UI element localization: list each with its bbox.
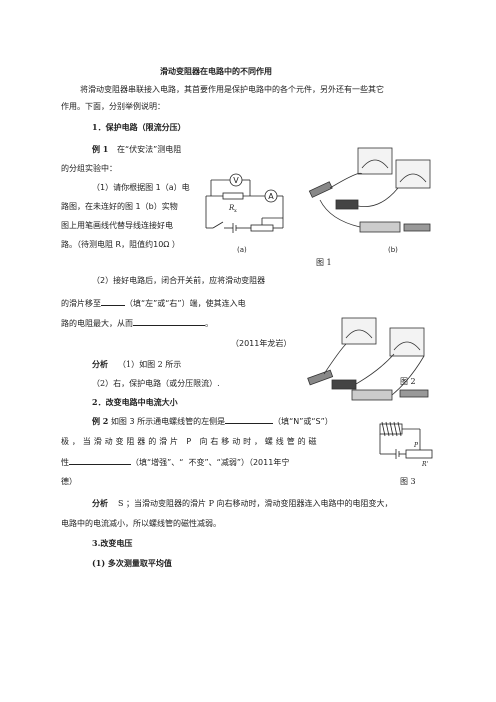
ammeter-symbol: A [268,192,274,201]
resistor-subscript: x [234,208,237,214]
answer-blank-2 [133,317,205,326]
slider-p-label: P [413,442,419,449]
answer-blank-4 [69,456,131,465]
analysis1-line-2: （2）右，保护电路（或分压限流）. [92,379,220,388]
page-title: 滑动变阻器在电路中的不同作用 [160,66,272,76]
section3-sub-1: (1) 多次测量取平均值 [92,558,172,568]
question2-line-2-a: 的滑片移至 [61,299,101,308]
answer-blank-3 [225,415,274,424]
example2-line-1: 例 2 如图 3 所示通电螺线管的左侧是 （填“N”或“S”） [92,415,333,427]
figure2-caption: 图 2 [400,377,416,386]
example2-line-1-b: （填“N”或“S”） [273,417,333,426]
figure1-caption: 图 1 [316,258,332,267]
analysis2-line-2: 电路中的电流减小，所以螺线管的磁性减弱。 [61,519,221,528]
question2-line-2: 的滑片移至 （填“左”或“右”）端，使其连入电 [61,297,246,309]
example2-line-4: 德） [61,477,77,486]
figure3-solenoid: P R' [376,416,436,466]
figure2-apparatus [300,310,440,410]
source-note-1: （2011年龙岩） [231,339,292,348]
example2-line-3: 性 （填“增强”、“ 不变”、“减弱”）（2011年宁 [61,456,289,468]
rheostat-label: R' [421,461,429,466]
example2-line-1-a: 如图 3 所示通电螺线管的左侧是 [110,417,226,426]
analysis1-label: 分析 [92,359,108,369]
question1-line-4: 路。（待测电阻 R，阻值约10Ω ） [61,240,180,249]
question2-line-3-a: 路的电阻最大，从而 [61,319,133,328]
example2-line-3-a: 性 [61,458,69,467]
analysis2-label: 分析 [92,498,108,508]
question1-line-3: 图上用笔画线代替导线连接好电 [61,221,173,230]
figure1-circuit-diagram: V A R x [203,172,285,238]
answer-blank-1 [101,297,125,306]
figure1-apparatus [300,140,440,255]
voltmeter-symbol: V [233,176,239,185]
example2-line-3-c: 不变”、“减弱”）（2011年宁 [188,458,290,467]
question2-line-3: 路的电阻最大，从而 。 [61,317,213,329]
analysis2-line-1: S ；当滑动变阻器的滑片 P 向右移动时，滑动变阻器连入电路中的电阻变大， [118,499,393,508]
example2-line-2: 极，当滑动变阻器的滑片 P 向右移动时，螺线管的磁 [61,437,320,446]
figure1-label-b: (b) [388,246,398,254]
example2-label: 例 2 [92,416,109,426]
figure1-label-a: (a) [237,246,247,254]
figure3-caption: 图 3 [400,477,416,486]
example2-line-3-b: （填“增强”、“ [131,458,184,467]
intro-line-1: 将滑动变阻器串联接入电路，其首要作用是保护电路中的各个元件，另外还有一些其它 [80,85,384,94]
question2-line-2-b: （填“左”或“右”）端，使其连入电 [125,299,246,308]
example1-line-2: 的分组实验中： [61,164,117,173]
example1-line-1: 在“伏安法”测电阻 [117,145,182,154]
question2-line-1: （2）接好电路后，闭合开关前，应将滑动变阻器 [92,276,266,285]
question1-line-2: 路图，在未连好的图 1（b）实物 [61,202,178,211]
question2-line-3-b: 。 [205,319,213,328]
resistor-label: R [228,204,235,212]
section1-heading: 1．保护电路（限流分压） [92,122,186,132]
section3-heading: 3.改变电压 [92,538,133,548]
question1-line-1: （1）请你根据图 1（a）电 [92,183,190,192]
section2-heading: 2．改变电路中电流大小 [92,397,178,407]
intro-line-2: 作用。下面，分别举例说明： [61,102,165,111]
analysis1-line-1: （1）如图 2 所示 [118,360,182,369]
example1-label: 例 1 [92,144,109,154]
